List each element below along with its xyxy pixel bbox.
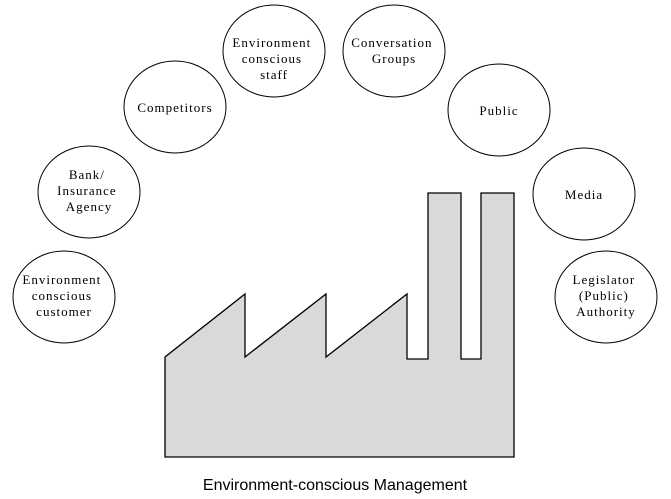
label-line: Insurance <box>57 183 117 198</box>
node-bank-insurance-agency: Bank/ Insurance Agency <box>37 145 141 239</box>
label-line: Media <box>565 187 603 202</box>
node-conversation-groups: Conversation Groups <box>342 4 446 98</box>
label-line: customer <box>36 304 92 319</box>
label-line: Conversation <box>351 35 432 50</box>
node-media: Media <box>532 147 636 241</box>
label-line: Authority <box>576 304 636 319</box>
node-label: Media <box>565 187 603 202</box>
node-label: Environment conscious staff <box>232 35 315 82</box>
node-environment-conscious-customer: Environment conscious customer <box>12 250 116 344</box>
label-line: Environment <box>232 35 311 50</box>
node-competitors: Competitors <box>123 60 227 154</box>
node-label: Bank/ Insurance Agency <box>57 167 121 214</box>
node-label: Competitors <box>137 100 212 115</box>
label-line: Legislator <box>573 272 636 287</box>
node-label: Public <box>479 103 518 118</box>
label-line: staff <box>260 67 288 82</box>
node-label: Environment conscious customer <box>22 272 105 319</box>
node-label: Conversation Groups <box>351 35 437 66</box>
label-line: Bank/ <box>69 167 105 182</box>
label-line: conscious <box>32 288 92 303</box>
label-line: Agency <box>66 199 112 214</box>
label-line: Environment <box>22 272 101 287</box>
label-line: (Public) <box>579 288 629 303</box>
node-label: Legislator (Public) Authority <box>573 272 640 319</box>
factory-icon <box>164 192 515 458</box>
node-legislator-public-authority: Legislator (Public) Authority <box>554 250 658 344</box>
node-public: Public <box>447 63 551 157</box>
node-environment-conscious-staff: Environment conscious staff <box>222 4 326 98</box>
label-line: Competitors <box>137 100 212 115</box>
label-line: conscious <box>242 51 302 66</box>
label-line: Groups <box>372 51 416 66</box>
label-line: Public <box>479 103 518 118</box>
diagram-caption: Environment-conscious Management <box>203 477 468 494</box>
